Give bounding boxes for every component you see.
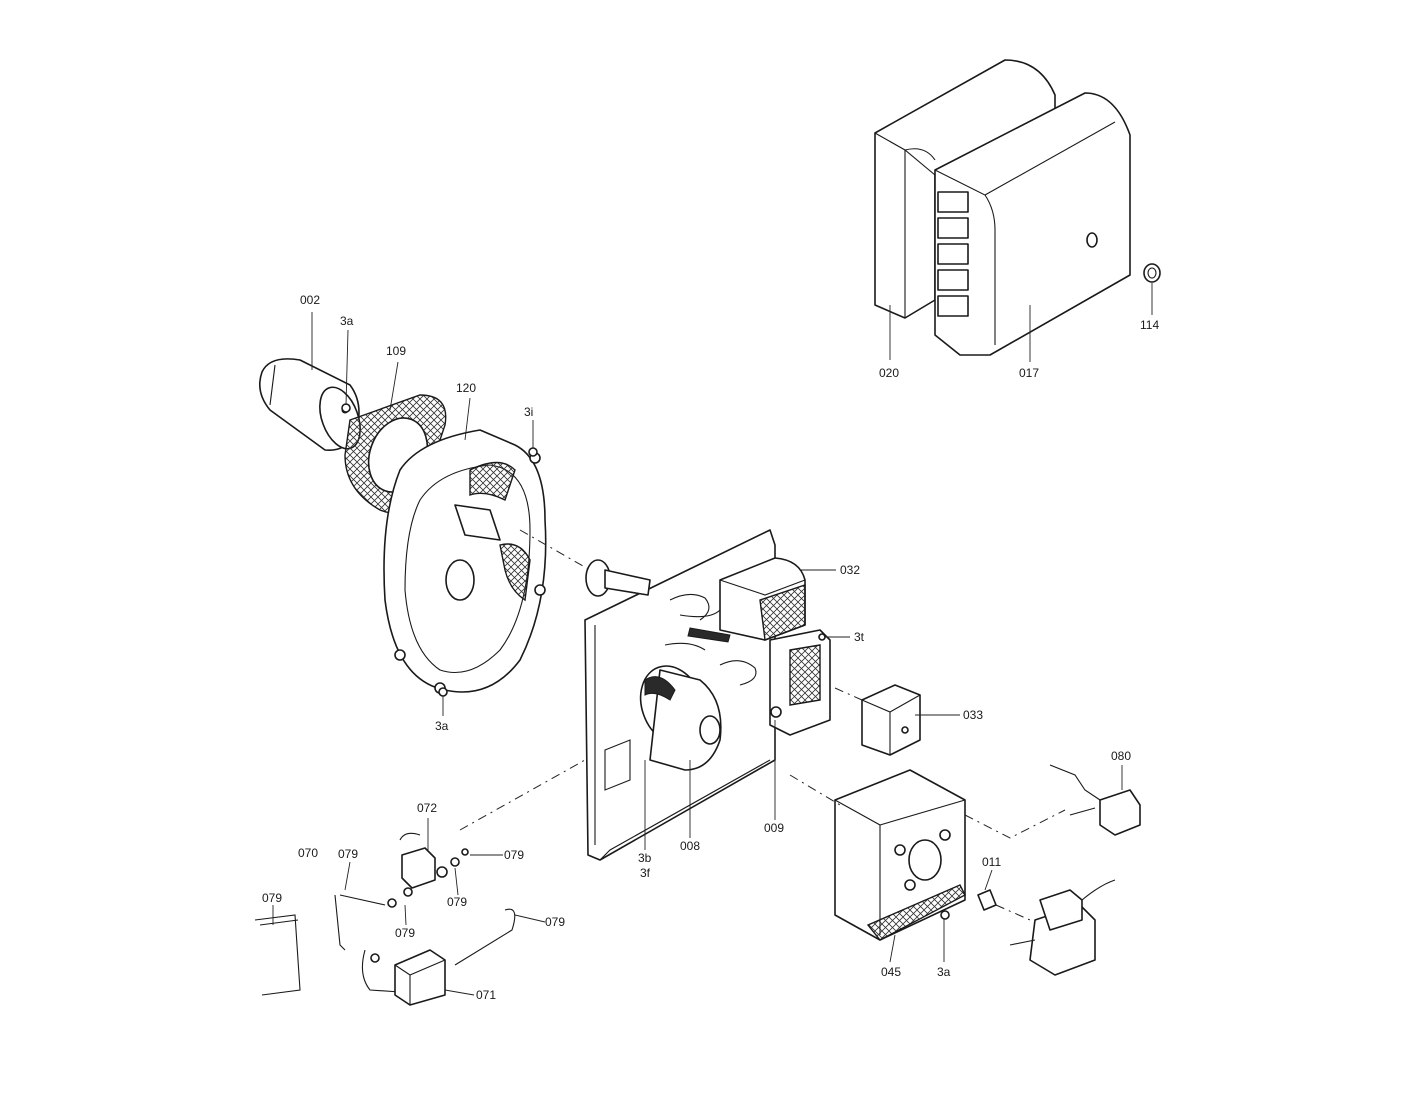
label-109: 109 xyxy=(386,344,406,358)
label-002: 002 xyxy=(300,293,320,307)
label-011: 011 xyxy=(982,855,1001,869)
label-070: 070 xyxy=(298,846,318,860)
label-079-b: 079 xyxy=(504,848,524,862)
oil-pump-071 xyxy=(370,949,446,1006)
label-3f: 3f xyxy=(640,866,651,880)
label-072: 072 xyxy=(417,801,437,815)
control-cover-045 xyxy=(834,769,966,941)
ignition-transformer-032 xyxy=(719,557,806,641)
part-labels: 002 3a 109 120 3i 3a 020 017 114 032 3t … xyxy=(262,293,1159,1002)
label-3a-housing: 3a xyxy=(435,719,449,733)
label-3t: 3t xyxy=(854,630,865,644)
photo-cell-080 xyxy=(1049,764,1141,836)
oil-lines-079 xyxy=(254,848,516,996)
cover-hole xyxy=(1086,232,1098,248)
motor-008 xyxy=(639,665,722,771)
label-114: 114 xyxy=(1140,318,1159,332)
label-032: 032 xyxy=(840,563,860,577)
label-079-c: 079 xyxy=(447,895,467,909)
cover-ribs xyxy=(937,191,969,317)
capacitor-033 xyxy=(861,684,921,756)
label-3b: 3b xyxy=(638,851,652,865)
label-3a-cover: 3a xyxy=(937,965,951,979)
burner-cover-hood xyxy=(874,59,1131,356)
label-079-a: 079 xyxy=(338,847,358,861)
label-3a-top: 3a xyxy=(340,314,354,328)
label-009: 009 xyxy=(764,821,784,835)
label-071: 071 xyxy=(476,988,496,1002)
label-120: 120 xyxy=(456,381,476,395)
label-079-d: 079 xyxy=(262,891,282,905)
label-080: 080 xyxy=(1111,749,1131,763)
label-045: 045 xyxy=(881,965,901,979)
label-020: 020 xyxy=(879,366,899,380)
label-079-e: 079 xyxy=(395,926,415,940)
label-079-f: 079 xyxy=(545,915,565,929)
oil-valve-assembly xyxy=(1009,879,1116,976)
cover-part-017 xyxy=(934,92,1131,356)
label-017: 017 xyxy=(1019,366,1039,380)
oil-line-part-072 xyxy=(399,832,460,889)
fitting-011 xyxy=(977,889,997,911)
label-3i-top: 3i xyxy=(524,405,533,419)
assembly-lines xyxy=(459,529,1066,921)
electrode-assembly xyxy=(585,559,651,597)
grommet-114 xyxy=(1143,263,1161,283)
label-008: 008 xyxy=(680,839,700,853)
control-box xyxy=(769,629,831,736)
leader-lines xyxy=(272,283,1153,996)
ignition-cables xyxy=(664,593,757,686)
fan-housing-120 xyxy=(383,429,547,694)
label-033: 033 xyxy=(963,708,983,722)
